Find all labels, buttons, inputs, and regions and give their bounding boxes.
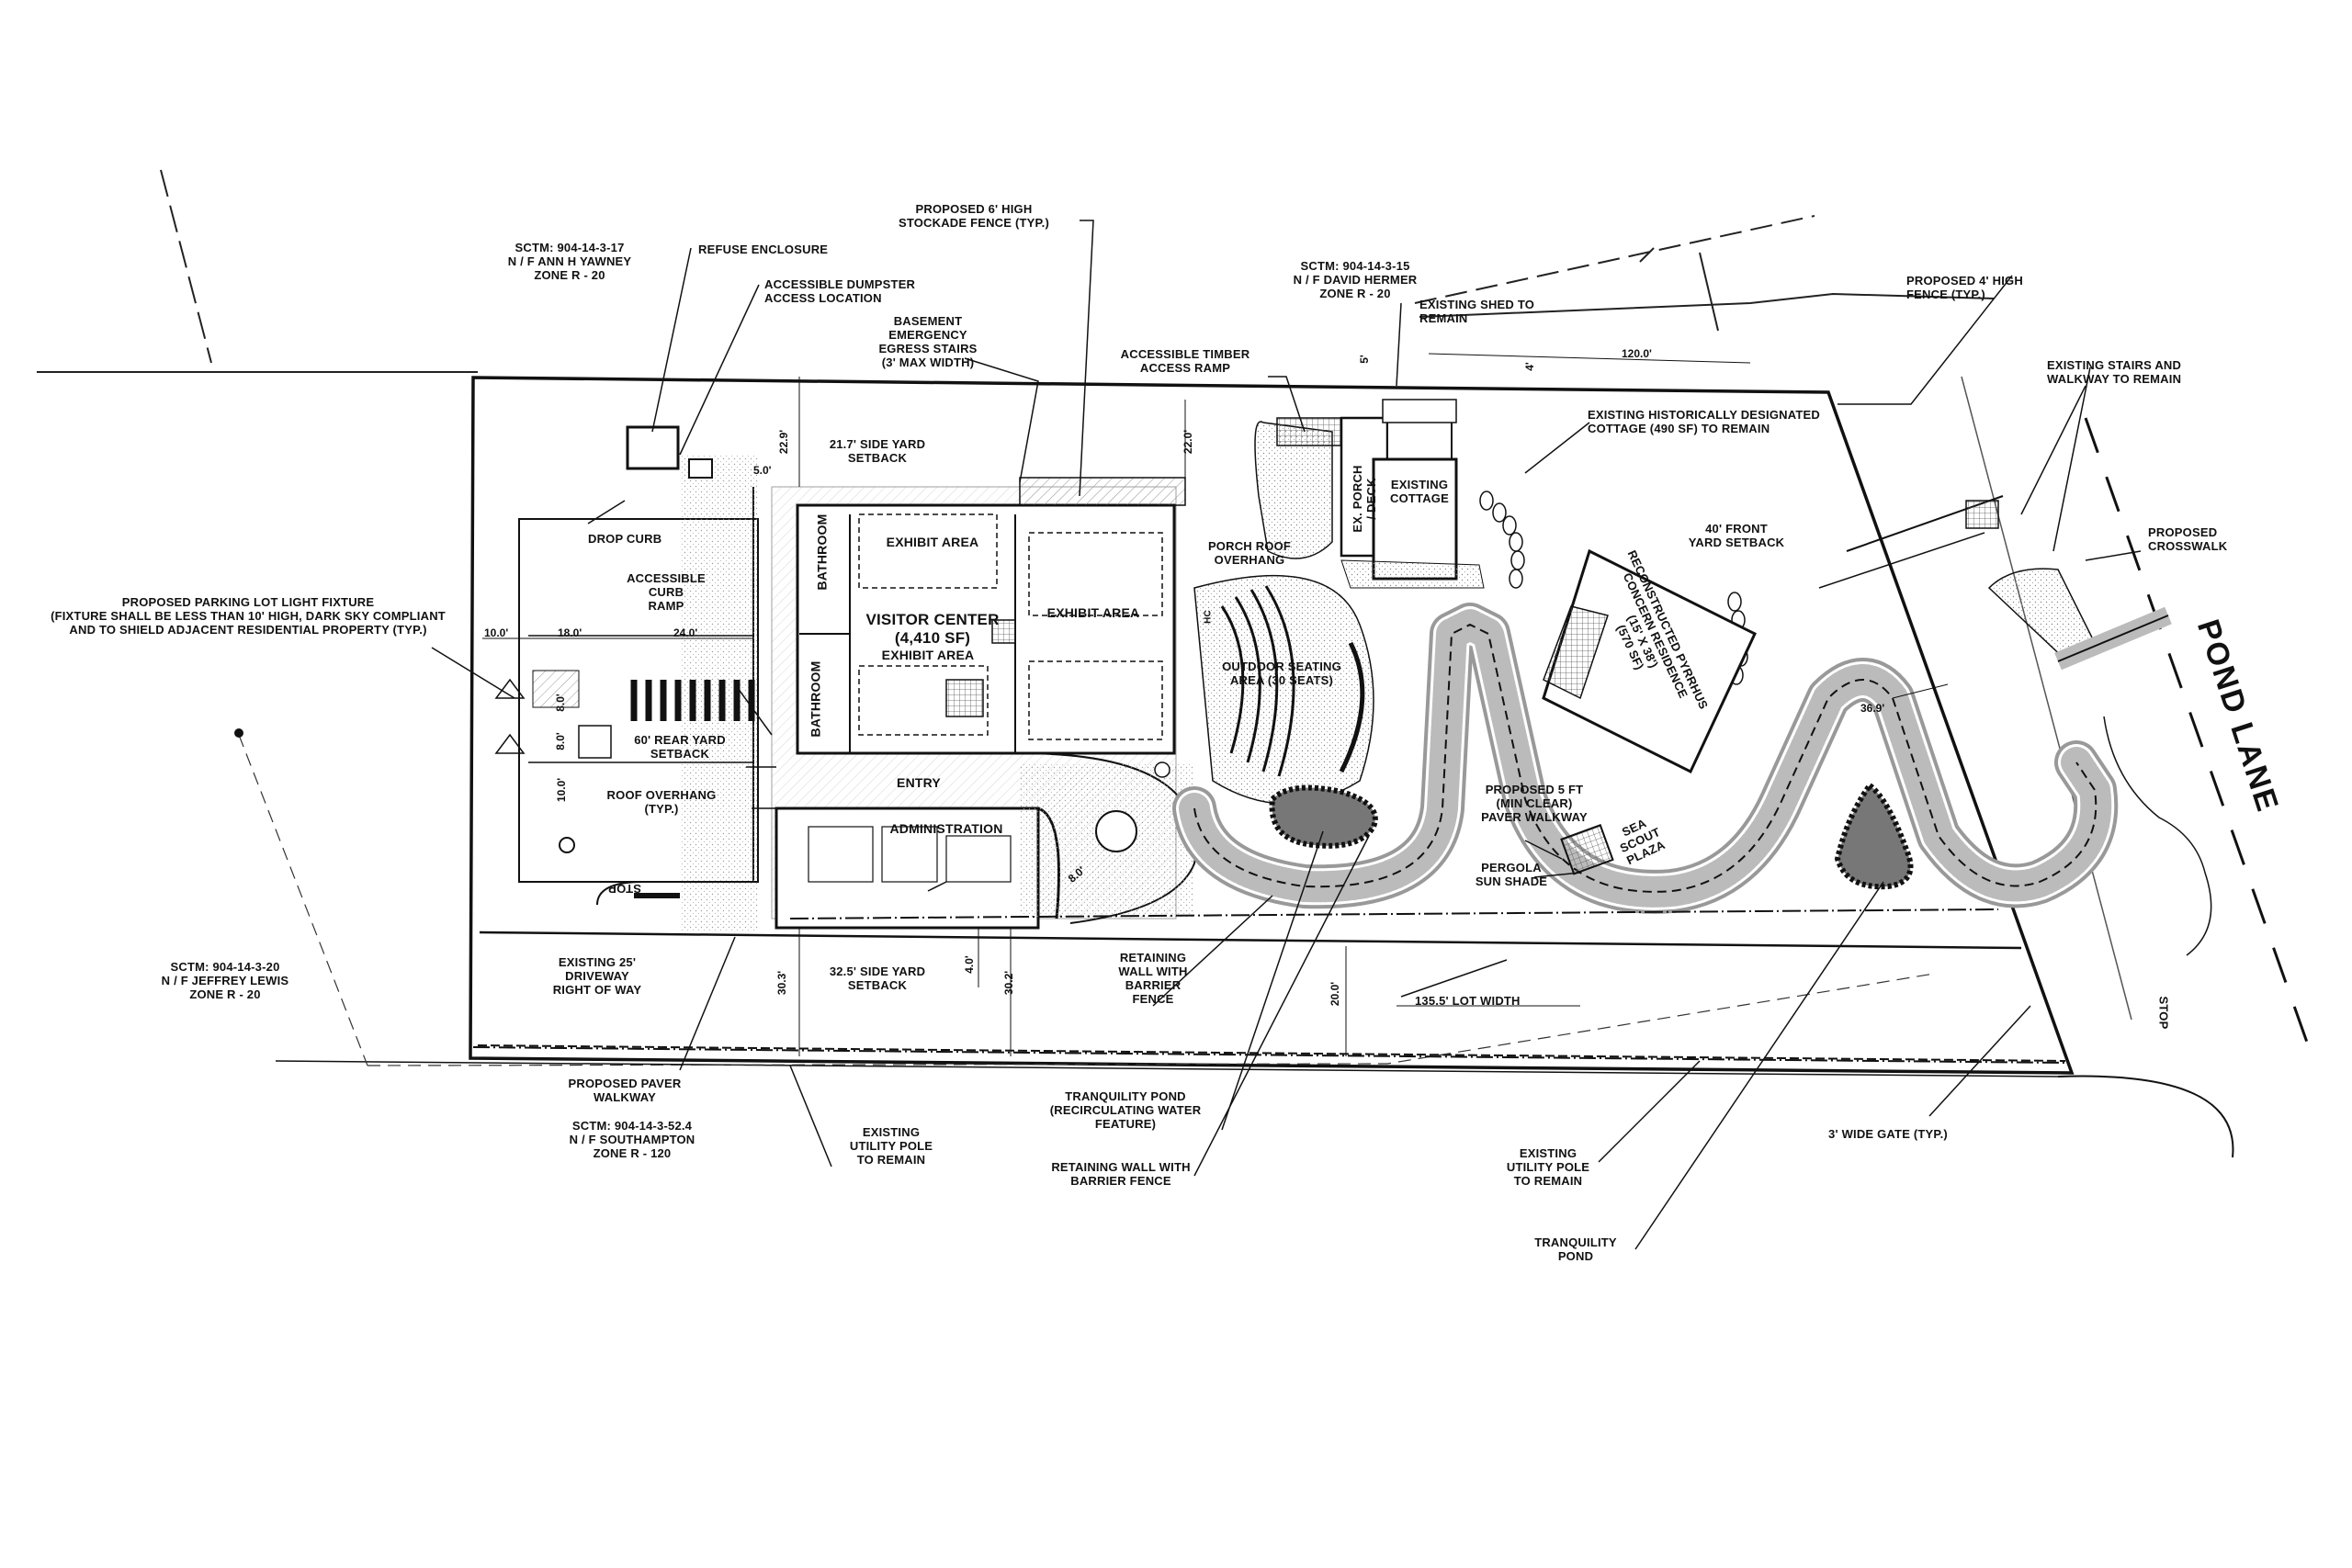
historic-cottage-label: EXISTING HISTORICALLY DESIGNATED COTTAGE… xyxy=(1588,408,1820,435)
existing-shed-label: EXISTING SHED TO REMAIN xyxy=(1419,298,1535,325)
ex-porch-label: EX. PORCH / DECK xyxy=(1351,465,1378,533)
dim-8-0-b: 8.0' xyxy=(553,732,567,750)
sctm-lewis-label: SCTM: 904-14-3-20 N / F JEFFREY LEWIS ZO… xyxy=(161,960,289,1001)
drop-curb-label: DROP CURB xyxy=(588,532,662,546)
dim-18-0: 18.0' xyxy=(558,626,582,639)
tranquility-pond-2-label: TRANQUILITY POND xyxy=(1534,1235,1617,1263)
overhead-wire xyxy=(238,734,1935,1066)
rear-setback-label: 60' REAR YARD SETBACK xyxy=(634,733,726,761)
utility-pole-1-label: EXISTING UTILITY POLE TO REMAIN xyxy=(849,1125,933,1167)
cottage-and-ramp xyxy=(1254,399,1485,589)
tranquility-pond-west xyxy=(1269,784,1378,849)
tranquility-pond-east xyxy=(1834,781,1914,890)
lot-width-label: 135.5' LOT WIDTH xyxy=(1415,994,1521,1008)
pond-lane-edge xyxy=(1961,376,2132,1021)
curb-ramp-label: ACCESSIBLE CURB RAMP xyxy=(627,571,706,613)
dim-22-0: 22.0' xyxy=(1182,429,1195,455)
dim-36-9: 36.9' xyxy=(1860,702,1885,715)
roof-overhang-label: ROOF OVERHANG (TYP.) xyxy=(606,788,717,816)
sctm-southampton-label: SCTM: 904-14-3-52.4 N / F SOUTHAMPTON ZO… xyxy=(569,1119,695,1160)
retaining-wall-1-label: RETAINING WALL WITH BARRIER FENCE xyxy=(1118,951,1188,1006)
paver-5ft-label: PROPOSED 5 FT (MIN CLEAR) PAVER WALKWAY xyxy=(1481,783,1588,824)
wide-gate-label: 3' WIDE GATE (TYP.) xyxy=(1828,1127,1948,1141)
pergola-label: PERGOLA SUN SHADE xyxy=(1475,861,1548,888)
side-setback-32-label: 32.5' SIDE YARD SETBACK xyxy=(829,964,926,992)
parking-light-label: PROPOSED PARKING LOT LIGHT FIXTURE (FIXT… xyxy=(51,595,446,637)
pond-lane-centerline xyxy=(2084,417,2317,1066)
refuse-enclosure-label: REFUSE ENCLOSURE xyxy=(698,243,829,256)
dim-22-9: 22.9' xyxy=(777,429,791,455)
stop-sign-west-label: STOP xyxy=(608,882,641,896)
outdoor-seating-label: OUTDOOR SEATING AREA (30 SEATS) xyxy=(1222,660,1341,687)
porch-roof-label: PORCH ROOF OVERHANG xyxy=(1207,539,1292,567)
existing-driveway-label: EXISTING 25' DRIVEWAY RIGHT OF WAY xyxy=(552,955,642,997)
visitor-center-label: VISITOR CENTER (4,410 SF) xyxy=(865,611,1000,647)
bathroom-upper-label: BATHROOM xyxy=(814,513,830,591)
dim-20-0: 20.0' xyxy=(1329,981,1342,1007)
entry-plaza xyxy=(1019,752,1197,924)
dumpster-access-label: ACCESSIBLE DUMPSTER ACCESS LOCATION xyxy=(764,277,916,305)
sctm-yawney-label: SCTM: 904-14-3-17 N / F ANN H YAWNEY ZON… xyxy=(507,241,632,282)
existing-cottage-label: EXISTING COTTAGE xyxy=(1390,478,1449,505)
proposed-crosswalk-label: PROPOSED CROSSWALK xyxy=(2148,525,2228,553)
paver-walkway xyxy=(1172,603,2119,914)
exhibit-area-3-label: EXHIBIT AREA xyxy=(881,648,975,662)
outdoor-seating-amphitheater xyxy=(1193,574,1374,805)
dim-10-0: 10.0' xyxy=(484,626,509,639)
stop-sign-east-label: STOP xyxy=(2156,996,2171,1030)
dimension-lines xyxy=(482,353,1949,1056)
dim-24-0: 24.0' xyxy=(673,626,698,639)
neighbor-property-lines xyxy=(37,169,1995,373)
dim-5-0: 5.0' xyxy=(753,464,772,477)
dim-120: 120.0' xyxy=(1622,347,1652,360)
dim-8-0-a: 8.0' xyxy=(553,694,567,712)
reconstructed-residence xyxy=(1542,548,1757,774)
bathroom-lower-label: BATHROOM xyxy=(808,660,823,738)
fence-4ft-label: PROPOSED 4' HIGH FENCE (TYP.) xyxy=(1906,274,2023,301)
tranquility-pond-1-label: TRANQUILITY POND (RECIRCULATING WATER FE… xyxy=(1049,1089,1202,1131)
dim-4: 4' xyxy=(1522,362,1536,371)
exhibit-area-2-label: EXHIBIT AREA xyxy=(1046,605,1140,620)
dim-4-0: 4.0' xyxy=(962,955,976,974)
dim-10-0-b: 10.0' xyxy=(555,777,569,803)
paver-walkway-label: PROPOSED PAVER WALKWAY xyxy=(568,1077,682,1104)
side-setback-21-label: 21.7' SIDE YARD SETBACK xyxy=(829,437,926,465)
basement-egress-label: BASEMENT EMERGENCY EGRESS STAIRS (3' MAX… xyxy=(878,314,978,369)
dim-30-3: 30.3' xyxy=(775,970,789,996)
administration-label: ADMINISTRATION xyxy=(889,821,1003,836)
utility-pole-2-label: EXISTING UTILITY POLE TO REMAIN xyxy=(1506,1146,1590,1188)
existing-stairs-label: EXISTING STAIRS AND WALKWAY TO REMAIN xyxy=(2047,358,2182,386)
front-setback-label: 40' FRONT YARD SETBACK xyxy=(1688,522,1785,549)
timber-ramp-label: ACCESSIBLE TIMBER ACCESS RAMP xyxy=(1120,347,1250,375)
east-entrance xyxy=(1818,495,2212,956)
dim-30-2: 30.2' xyxy=(1002,970,1016,996)
parking-lot xyxy=(494,425,759,932)
entry-label: ENTRY xyxy=(897,775,941,790)
barrier-fence xyxy=(472,908,2066,1064)
retaining-wall-2-label: RETAINING WALL WITH BARRIER FENCE xyxy=(1051,1160,1191,1188)
exhibit-area-1-label: EXHIBIT AREA xyxy=(886,535,979,549)
sctm-hermer-label: SCTM: 904-14-3-15 N / F DAVID HERMER ZON… xyxy=(1293,259,1418,300)
dim-5: 5' xyxy=(1357,355,1371,364)
stockade-fence-label: PROPOSED 6' HIGH STOCKADE FENCE (TYP.) xyxy=(898,202,1050,230)
lot-boundary xyxy=(275,376,2234,1158)
leader-lines xyxy=(431,220,2142,1250)
hc-label: HC xyxy=(1203,610,1214,624)
sea-scout-plaza xyxy=(1560,824,1614,875)
